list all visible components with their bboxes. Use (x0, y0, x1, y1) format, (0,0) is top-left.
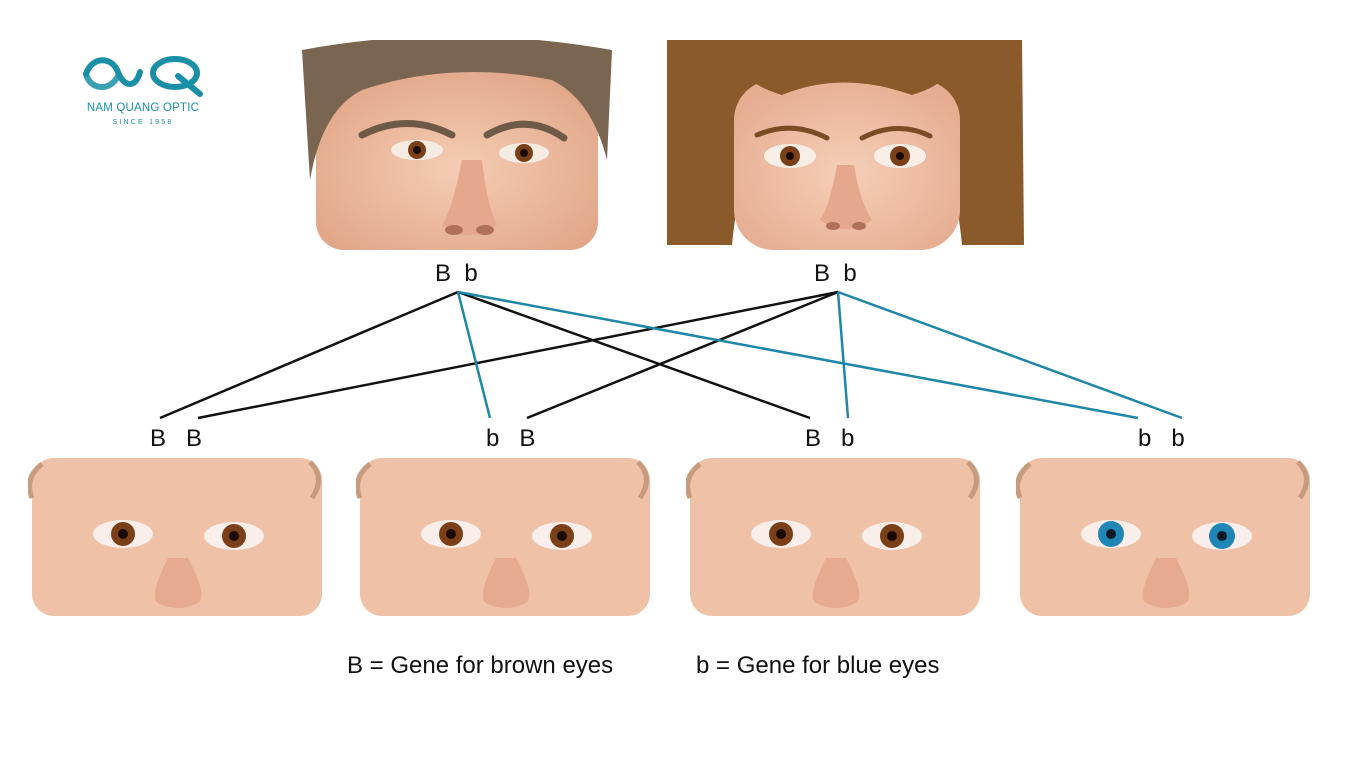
line-mother-B-to-child2 (526, 290, 839, 420)
father-hair (302, 40, 612, 180)
line-father-B-to-child1 (159, 290, 459, 420)
child1-genotype: B B (150, 427, 202, 451)
child3-genotype: B b (805, 427, 854, 451)
line-father-B-to-child3 (457, 290, 811, 420)
child1-allele-1: B (150, 425, 167, 452)
father-brow-right (483, 120, 568, 142)
child1-allele-2: B (186, 425, 203, 452)
child4-allele-1: b (1138, 425, 1152, 452)
child1-eye-left (93, 520, 153, 548)
mother-eye-left (764, 144, 816, 168)
father-allele-1: B (435, 260, 452, 287)
child3-allele-1: B (805, 425, 822, 452)
father-genotype: B b (435, 262, 478, 286)
child2-face-illustration (356, 458, 650, 616)
father-eye-right (499, 143, 549, 163)
mother-hair-fringe (722, 40, 962, 95)
line-mother-b-to-child4 (837, 290, 1183, 420)
mother-nose (820, 165, 872, 229)
child2-skin (360, 458, 650, 616)
mother-brow-right (859, 125, 933, 141)
child1-face-illustration (28, 458, 322, 616)
child1-nose (154, 558, 202, 608)
child3-skin (690, 458, 980, 616)
logo-q-tail (175, 73, 203, 97)
child3-eye-right (862, 522, 922, 550)
legend-blue-gene: b = Gene for blue eyes (696, 652, 940, 679)
logo-q-glyph (150, 56, 200, 90)
father-eye-left (391, 140, 443, 160)
logo-icon (83, 56, 203, 97)
logo-n-glyph-back (83, 71, 121, 90)
child3-eye-left (751, 520, 811, 548)
line-mother-b-to-child3 (836, 291, 850, 419)
child3-allele-2: b (841, 425, 855, 452)
child1-eye-right (204, 522, 264, 550)
brand-logo: NAM QUANG OPTIC SINCE 1958 (78, 52, 208, 132)
line-father-b-to-child4 (457, 290, 1139, 420)
child4-genotype: b b (1138, 427, 1185, 451)
child2-eye-right (532, 522, 592, 550)
father-nose (442, 160, 497, 235)
father-allele-2: b (464, 260, 478, 287)
child1-skin (32, 458, 322, 616)
child2-genotype: b B (486, 427, 535, 451)
logo-n-glyph (83, 57, 143, 87)
child2-eye-left (421, 520, 481, 548)
child4-eye-left (1081, 520, 1141, 548)
mother-allele-1: B (814, 260, 831, 287)
legend-brown-gene: B = Gene for brown eyes (347, 652, 614, 679)
child4-skin (1020, 458, 1310, 616)
mother-genotype: B b (814, 262, 857, 286)
father-brow-left (358, 120, 456, 139)
child3-face-illustration (686, 458, 980, 616)
father-skin (316, 70, 598, 250)
child4-eye-right (1192, 522, 1252, 550)
mother-face-illustration (667, 40, 1024, 250)
mother-allele-2: b (843, 260, 857, 287)
child4-allele-2: b (1171, 425, 1185, 452)
brand-tagline: SINCE 1958 (112, 119, 174, 126)
child2-allele-1: b (486, 425, 500, 452)
line-mother-B-to-child1 (197, 290, 839, 420)
child2-nose (482, 558, 530, 608)
mother-brow-left (754, 125, 830, 141)
child2-allele-2: B (519, 425, 536, 452)
child3-nose (812, 558, 860, 608)
mother-eye-right (874, 144, 926, 168)
father-face-illustration (302, 40, 612, 250)
child4-nose (1142, 558, 1190, 608)
child4-face-illustration (1016, 458, 1310, 616)
brand-name: NAM QUANG OPTIC (86, 102, 200, 114)
line-father-b-to-child2 (456, 291, 492, 419)
